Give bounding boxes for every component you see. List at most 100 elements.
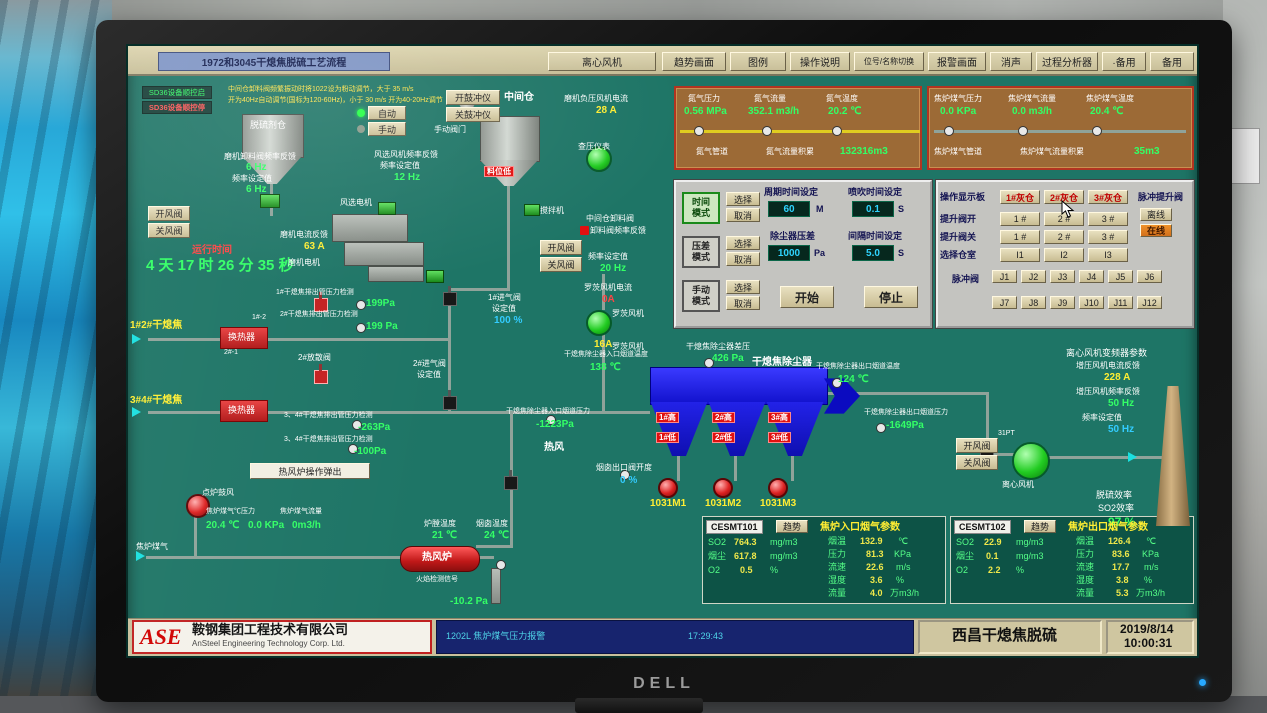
- pulse-valve-j1-button[interactable]: J1: [992, 270, 1017, 283]
- interval-time-input[interactable]: 5.0: [852, 245, 894, 261]
- pulse-valve-j12-button[interactable]: J12: [1137, 296, 1162, 309]
- pipe-nitrogen: [680, 130, 920, 133]
- time-mode-cancel-button[interactable]: 取消: [726, 208, 760, 222]
- lift-valve-close-2-button[interactable]: 2 #: [1044, 230, 1084, 244]
- cesmt101-flow-value: 4.0: [870, 588, 883, 598]
- vent-valve-2-icon[interactable]: [314, 364, 328, 384]
- cdq34-pressure-value-2: -100Pa: [354, 446, 387, 457]
- note-line-2: 开为40Hz自动调节(国标为120-60Hz)，小于 30 m/s 开为40-2…: [228, 97, 443, 104]
- toolbar-title-select[interactable]: 1972和3045干熄焦脱硫工艺流程: [158, 52, 390, 71]
- pressure-sensor-1: [356, 300, 366, 310]
- mill-freq-set-value: 6 Hz: [246, 184, 267, 195]
- diff-mode-select-button[interactable]: 选择: [726, 236, 760, 250]
- alarm-status-bar[interactable]: [436, 620, 914, 654]
- negative-pressure-fan-pump: [586, 146, 612, 172]
- ash-bin-3-button[interactable]: 3#灰仓: [1088, 190, 1128, 204]
- stop-button[interactable]: 停止: [864, 286, 918, 308]
- seq-stop-button[interactable]: SD36设备顺控停: [142, 101, 212, 114]
- pulse-valve-j5-button[interactable]: J5: [1108, 270, 1133, 283]
- pipe-dc-leg-2: [734, 455, 737, 481]
- manual-mode-button[interactable]: 手动 模式: [682, 280, 720, 312]
- toolbar-mute-button[interactable]: 消声: [990, 52, 1032, 71]
- time-mode-select-button[interactable]: 选择: [726, 192, 760, 206]
- open-fan-valve-button-mill[interactable]: 开风阀: [148, 206, 190, 221]
- toolbar-help-button[interactable]: 操作说明: [790, 52, 850, 71]
- toolbar-legend-button[interactable]: 图例: [730, 52, 786, 71]
- n2-pipe-label: 氮气管道: [696, 147, 728, 156]
- close-fan-valve-button-mill[interactable]: 关风阀: [148, 223, 190, 238]
- time-mode-button[interactable]: 时间 模式: [682, 192, 720, 224]
- cdq1-pressure-value: 199Pa: [366, 298, 395, 309]
- bin-select-3-button[interactable]: I3: [1088, 248, 1128, 262]
- manual-button[interactable]: 手动: [368, 122, 406, 136]
- inlet-valve-1-set-label: 设定值: [492, 304, 516, 313]
- stove-popup-button[interactable]: 热风炉操作弹出: [250, 463, 370, 479]
- pulse-valve-j4-button[interactable]: J4: [1079, 270, 1104, 283]
- pulse-valve-j11-button[interactable]: J11: [1108, 296, 1133, 309]
- main-line-valve-icon[interactable]: [443, 390, 457, 410]
- cesmt101-speed-value: 22.6: [866, 562, 884, 572]
- n2-temp-label: 氮气温度: [826, 94, 858, 103]
- toolbar-alarm-button[interactable]: 报警画面: [928, 52, 986, 71]
- diff-mode-cancel-button[interactable]: 取消: [726, 252, 760, 266]
- pulse-valve-j10-button[interactable]: J10: [1079, 296, 1104, 309]
- bin-select-1-button[interactable]: I1: [1000, 248, 1040, 262]
- toolbar-spare2-button[interactable]: 备用: [1150, 52, 1194, 71]
- pulse-valve-j3-button[interactable]: J3: [1050, 270, 1075, 283]
- online-button[interactable]: 在线: [1140, 224, 1172, 237]
- trend-button-1[interactable]: 趋势: [776, 520, 808, 533]
- pipe-blower-drop: [194, 508, 197, 556]
- cdq1-pressure-label: 1#干熄焦排出管压力检测: [276, 289, 354, 296]
- manual-mode-led: [357, 125, 365, 133]
- pulse-valve-j6-button[interactable]: J6: [1137, 270, 1162, 283]
- lift-valve-close-1-button[interactable]: 1 #: [1000, 230, 1040, 244]
- manual-valve-label: 手动阀门: [434, 125, 466, 134]
- toolbar-tagname-button[interactable]: 位号/名称切换: [854, 52, 924, 71]
- open-blow-button[interactable]: 开鼓冲仪: [446, 90, 500, 105]
- manual-mode-select-button[interactable]: 选择: [726, 280, 760, 294]
- outlet-params-label: 焦炉出口烟气参数: [1068, 522, 1148, 533]
- lift-valve-open-3-button[interactable]: 3 #: [1088, 212, 1128, 226]
- middle-silo: [480, 116, 540, 162]
- toolbar-trend-button[interactable]: 趋势画面: [662, 52, 726, 71]
- cesmt102-hum-value: 3.8: [1116, 575, 1129, 585]
- toolbar-analyzer-button[interactable]: 过程分析器: [1036, 52, 1098, 71]
- close-blow-button[interactable]: 关鼓冲仪: [446, 107, 500, 122]
- manual-mode-cancel-button[interactable]: 取消: [726, 296, 760, 310]
- toolbar-fan-button[interactable]: 离心风机: [548, 52, 656, 71]
- pulse-valve-j9-button[interactable]: J9: [1050, 296, 1075, 309]
- inject-time-input[interactable]: 0.1: [852, 201, 894, 217]
- trend-button-2[interactable]: 趋势: [1024, 520, 1056, 533]
- bin-select-2-button[interactable]: I2: [1044, 248, 1084, 262]
- toolbar-spare1-button[interactable]: ·备用: [1102, 52, 1146, 71]
- pulse-valve-j2-button[interactable]: J2: [1021, 270, 1046, 283]
- open-fan-valve-button-fan[interactable]: 开风阀: [956, 438, 998, 453]
- close-fan-valve-button-silo[interactable]: 关风阀: [540, 257, 582, 272]
- diff-mode-button[interactable]: 压差 模式: [682, 236, 720, 268]
- open-fan-valve-button-silo[interactable]: 开风阀: [540, 240, 582, 255]
- dc-diff-input[interactable]: 1000: [768, 245, 810, 261]
- cesmt101-hum-value: 3.6: [870, 575, 883, 585]
- pipe-silo-elbow: [450, 288, 510, 291]
- seq-start-button[interactable]: SD36设备顺控启: [142, 86, 212, 99]
- start-button[interactable]: 开始: [780, 286, 834, 308]
- cesmt101-press-label: 压力: [828, 549, 847, 559]
- cycle-time-input[interactable]: 60: [768, 201, 810, 217]
- mill-motor: [426, 270, 444, 283]
- auto-button[interactable]: 自动: [368, 106, 406, 120]
- pipe-dc-outlet-h: [826, 392, 988, 395]
- cdq12-red-valve-icon[interactable]: [314, 292, 328, 312]
- pipe-cdq12-line: [148, 338, 450, 341]
- lift-valve-open-1-button[interactable]: 1 #: [1000, 212, 1040, 226]
- pulse-valve-j7-button[interactable]: J7: [992, 296, 1017, 309]
- dc-outlet-temp-label: 干熄焦除尘器出口烟道温度: [816, 363, 900, 370]
- stack-outlet-valve-icon[interactable]: [504, 470, 518, 490]
- pulse-valve-j8-button[interactable]: J8: [1021, 296, 1046, 309]
- power-led[interactable]: [1199, 679, 1206, 686]
- inlet-duct-sensor: [546, 415, 556, 425]
- offline-button[interactable]: 离线: [1140, 208, 1172, 221]
- close-fan-valve-button-fan[interactable]: 关风阀: [956, 455, 998, 470]
- ash-bin-1-button[interactable]: 1#灰仓: [1000, 190, 1040, 204]
- center-line-valve-icon[interactable]: [443, 286, 457, 306]
- lift-valve-close-3-button[interactable]: 3 #: [1088, 230, 1128, 244]
